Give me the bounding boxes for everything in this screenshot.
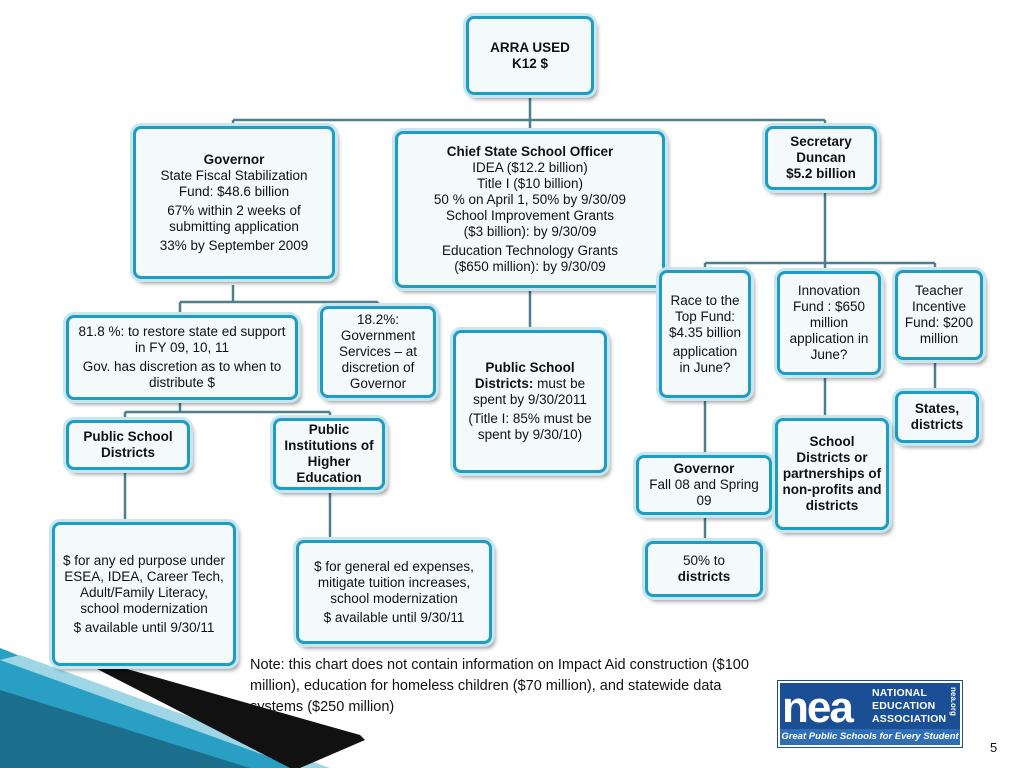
restore-support-node: 81.8 %: to restore state ed support in F… xyxy=(66,315,298,400)
race-to-the-top-node: Race to the Top Fund: $4.35 billion appl… xyxy=(659,270,751,398)
chief-line-6: Education Technology Grants xyxy=(441,243,619,258)
nea-logo-mark: nea xyxy=(782,683,854,732)
chief-block-2: Education Technology Grants ($650 millio… xyxy=(402,243,658,275)
general-ed-line-2: $ available until 9/30/11 xyxy=(323,609,465,625)
footnote: Note: this chart does not contain inform… xyxy=(250,657,749,715)
states-text: States, districts xyxy=(910,401,964,432)
page-number: 5 xyxy=(990,740,998,755)
states-districts-node: States, districts xyxy=(895,391,979,443)
any-ed-purpose-node: $ for any ed purpose under ESEA, IDEA, C… xyxy=(52,522,236,666)
chief-line-5: ($3 billion): by 9/30/09 xyxy=(463,224,597,239)
race-line-2: application in June? xyxy=(672,343,738,375)
root-line-1: ARRA USED xyxy=(490,39,570,55)
public-school-districts-node: Public School Districts xyxy=(66,420,190,470)
public-school-districts-chief-node: Public School Districts: must be spent b… xyxy=(453,330,607,473)
connector-secretary xyxy=(703,190,937,271)
chief-line-7: ($650 million): by 9/30/09 xyxy=(454,259,606,274)
innovation-fund-node: Innovation Fund : $650 million applicati… xyxy=(777,271,881,375)
logo-name-line-2: EDUCATION xyxy=(872,700,936,712)
swoosh-band-dark xyxy=(0,690,250,768)
arra-root-node: ARRA USED K12 $ xyxy=(466,16,594,95)
fifty-percent-districts-node: 50% to districts xyxy=(645,541,763,597)
teacher-incentive-fund-node: Teacher Incentive Fund: $200 million xyxy=(895,270,983,360)
public-institutions-higher-ed-node: Public Institutions of Higher Education xyxy=(273,418,385,490)
chief-line-1: IDEA ($12.2 billion) xyxy=(472,160,588,175)
governor-title: Governor xyxy=(203,151,265,167)
root-line-2: K12 $ xyxy=(511,55,549,71)
nea-logo: nea NATIONAL EDUCATION ASSOCIATION nea.o… xyxy=(777,680,963,748)
chief-line-4: School Improvement Grants xyxy=(445,208,615,223)
general-ed-expenses-node: $ for general ed expenses, mitigate tuit… xyxy=(296,540,492,644)
school-districts-text: School Districts or partnerships of non-… xyxy=(782,434,882,513)
chief-block-1: Chief State School Officer IDEA ($12.2 b… xyxy=(402,144,658,240)
restore-line-1: 81.8 %: to restore state ed support in F… xyxy=(78,324,286,355)
secretary-duncan-node: Secretary Duncan $5.2 billion xyxy=(765,126,877,190)
gov-services-text: 18.2%: Government Services – at discreti… xyxy=(338,312,418,391)
psd-chief-line-2: (Title I: 85% must be spent by 9/30/10) xyxy=(468,411,592,442)
governor2-line-1: Fall 08 and Spring 09 xyxy=(649,477,759,508)
school-districts-partnerships-node: School Districts or partnerships of non-… xyxy=(775,418,889,530)
swoosh-band-black xyxy=(60,650,365,768)
innovation-text: Innovation Fund : $650 million applicati… xyxy=(789,283,869,362)
any-ed-line-2: $ available until 9/30/11 xyxy=(73,619,215,635)
governor-line-2: Fund: $48.6 billion xyxy=(178,183,290,199)
secretary-line-3: $5.2 billion xyxy=(786,166,856,181)
higher-ed-text: Public Institutions of Higher Education xyxy=(284,422,374,485)
governor-fall-spring-node: Governor Fall 08 and Spring 09 xyxy=(636,455,772,515)
teacher-text: Teacher Incentive Fund: $200 million xyxy=(904,283,974,346)
nea-logo-name: NATIONAL EDUCATION ASSOCIATION xyxy=(872,687,948,726)
connector-governor xyxy=(178,285,380,315)
secretary-line-2: Duncan xyxy=(796,150,846,165)
restore-line-2: Gov. has discretion as to when to distri… xyxy=(82,359,282,390)
chief-line-3: 50 % on April 1, 50% by 9/30/09 xyxy=(433,192,627,207)
psd-text: Public School Districts xyxy=(83,429,173,460)
any-ed-line-1: $ for any ed purpose under ESEA, IDEA, C… xyxy=(62,552,226,616)
governor-line-4: 33% by September 2009 xyxy=(159,237,309,253)
governor-node: Governor State Fiscal Stabilization Fund… xyxy=(133,126,335,279)
connector-restore xyxy=(123,400,332,420)
race-line-1: Race to the Top Fund: $4.35 billion xyxy=(668,292,742,340)
psd-chief-title: Public School Districts: xyxy=(474,360,575,391)
chief-state-school-officer-node: Chief State School Officer IDEA ($12.2 b… xyxy=(395,131,665,288)
governor-block-1: Governor State Fiscal Stabilization Fund… xyxy=(140,152,328,200)
governor-line-1: State Fiscal Stabilization xyxy=(160,167,308,183)
connector-root xyxy=(231,95,827,131)
logo-name-line-3: ASSOCIATION xyxy=(872,713,947,725)
psd-chief-rest: must be spent by 9/30/2011 xyxy=(473,376,587,407)
fifty-line-1: 50% to xyxy=(682,553,726,568)
chief-line-2: Title I ($10 billion) xyxy=(476,176,584,191)
government-services-node: 18.2%: Government Services – at discreti… xyxy=(320,306,436,398)
general-ed-line-1: $ for general ed expenses, mitigate tuit… xyxy=(314,558,474,606)
chief-title: Chief State School Officer xyxy=(446,144,614,159)
secretary-line-1: Secretary xyxy=(790,134,852,149)
nea-logo-url: nea.org xyxy=(949,687,958,716)
psd-chief-block-1: Public School Districts: must be spent b… xyxy=(460,360,600,408)
fifty-line-2: districts xyxy=(677,569,731,584)
nea-logo-tagline: Great Public Schools for Every Student xyxy=(780,729,960,745)
governor2-title: Governor xyxy=(673,461,735,476)
logo-name-line-1: NATIONAL xyxy=(872,687,928,699)
governor-line-3: 67% within 2 weeks of submitting applica… xyxy=(167,202,301,234)
